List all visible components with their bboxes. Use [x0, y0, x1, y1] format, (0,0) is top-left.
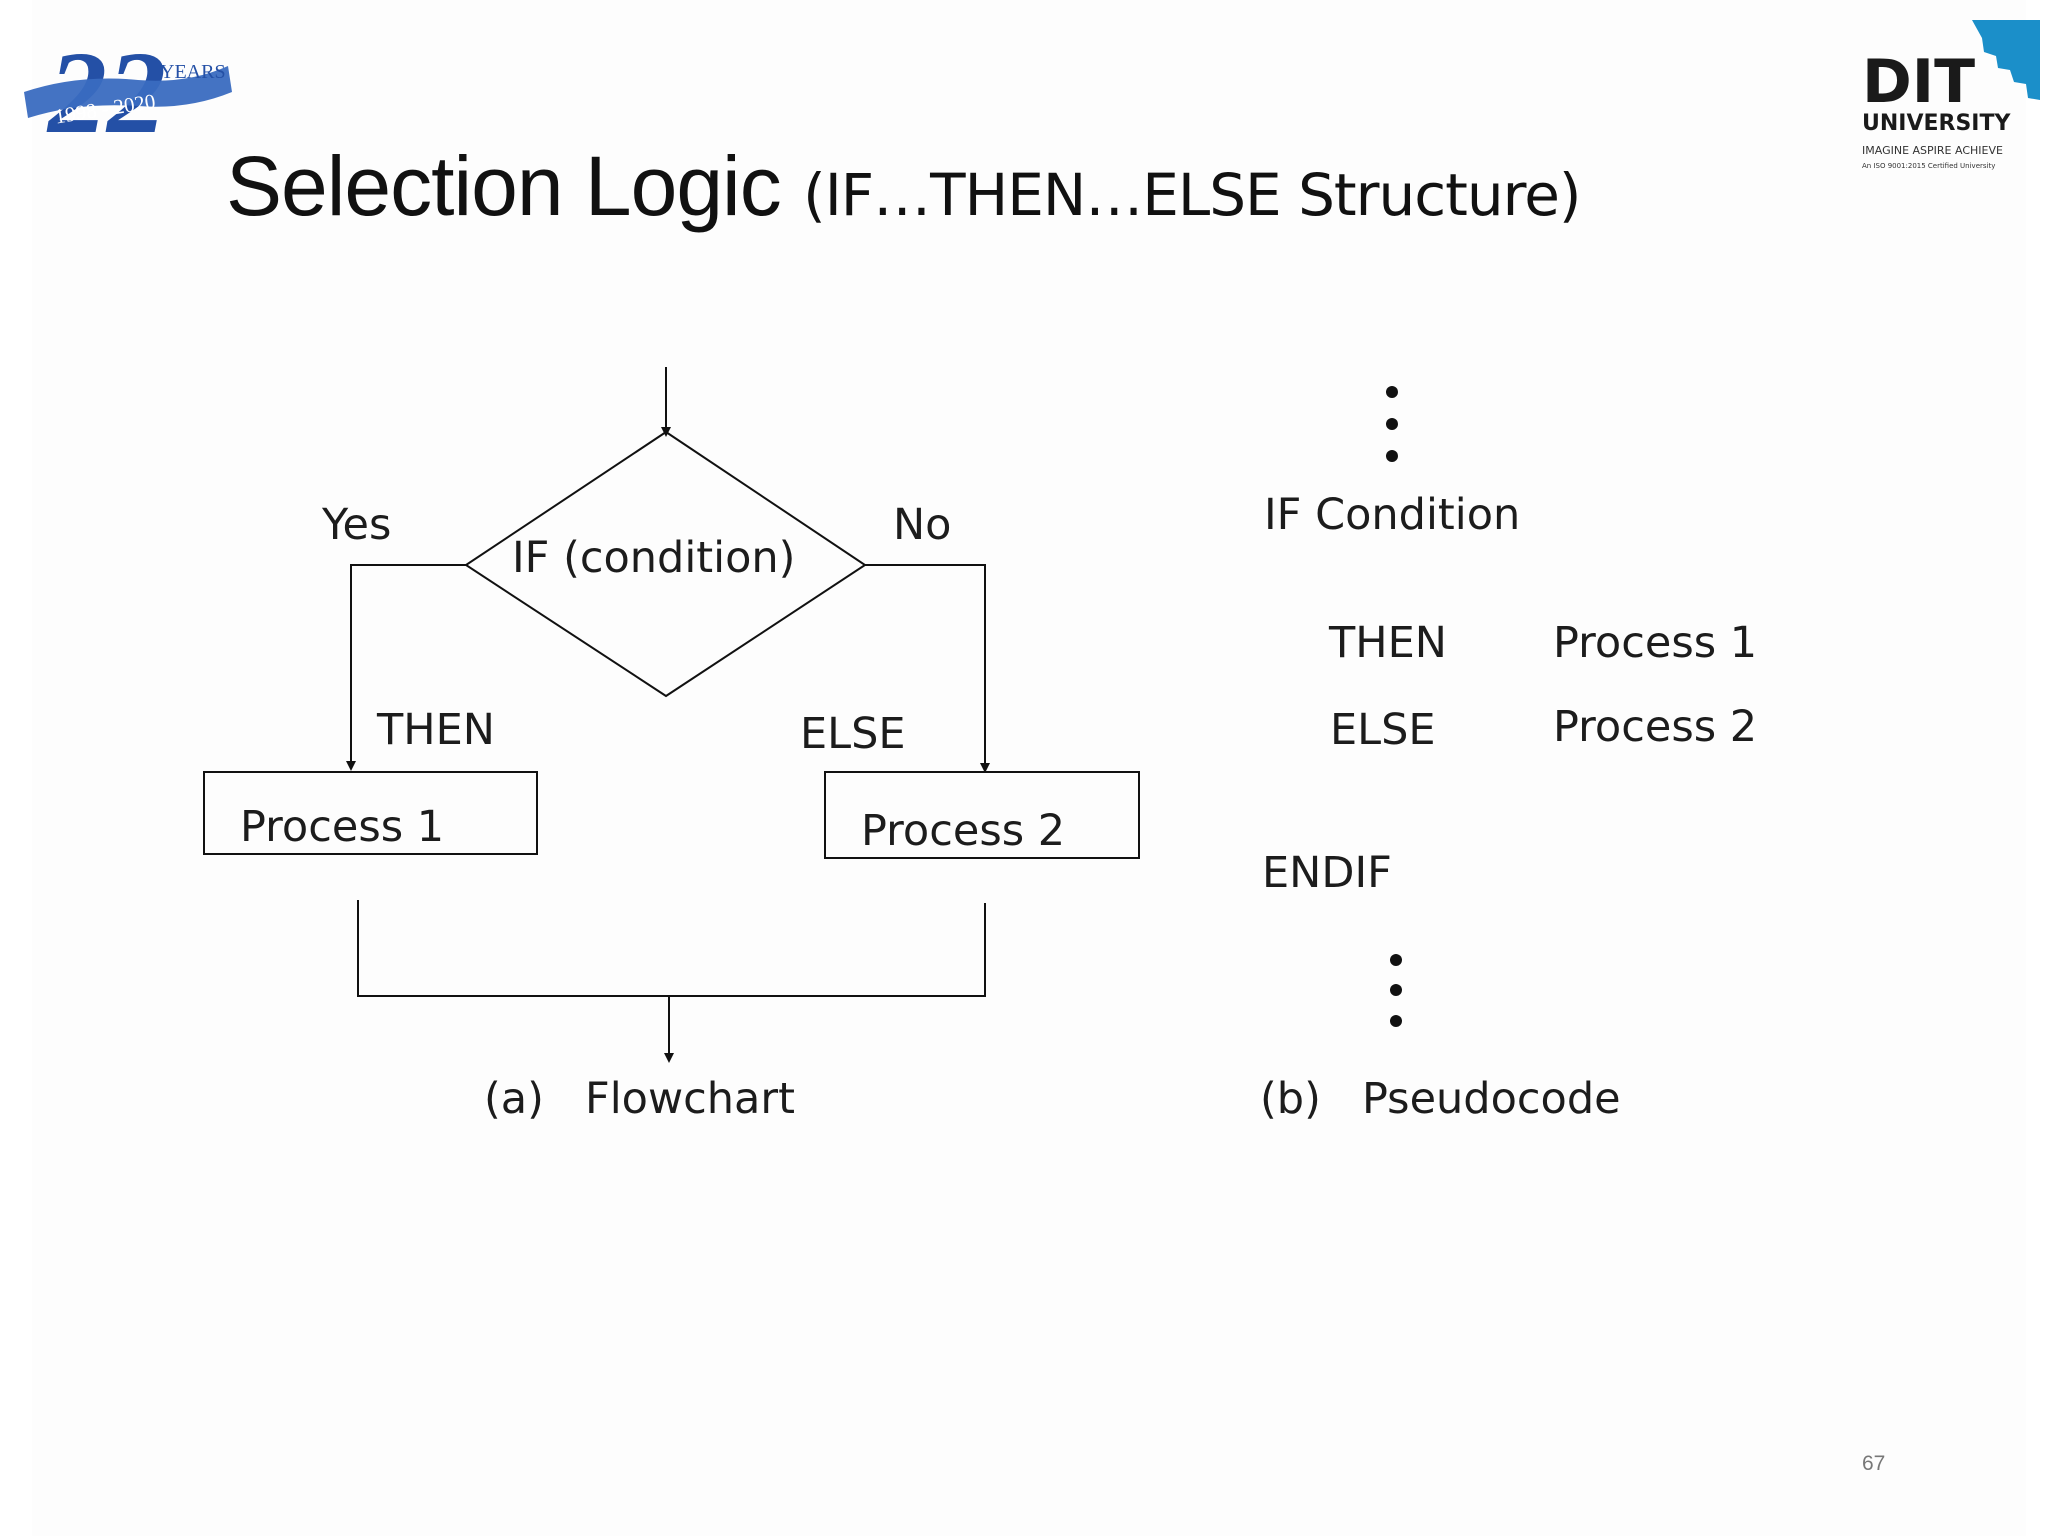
gear-icon: [1972, 20, 2040, 100]
decision-diamond: [464, 430, 867, 698]
yes-label: Yes: [322, 500, 392, 550]
ellipsis-bottom: [1390, 954, 1402, 1027]
anniversary-logo: 22 1998 - 2020 YEARS: [24, 27, 232, 144]
slide-title: Selection Logic (IF…THEN…ELSE Structure): [226, 138, 1582, 235]
dit-university-logo: DIT UNIVERSITY IMAGINE ASPIRE ACHIEVE An…: [1862, 20, 2040, 170]
no-label: No: [893, 500, 952, 550]
pseudo-if-line: IF Condition: [1264, 490, 1521, 540]
process2-label: Process 2: [861, 806, 1066, 856]
dit-tagline: IMAGINE ASPIRE ACHIEVE: [1862, 144, 2003, 157]
title-main: Selection Logic: [226, 139, 782, 233]
ribbon-shape: [24, 66, 232, 118]
dit-name: DIT: [1862, 47, 1975, 117]
else-label: ELSE: [800, 709, 906, 759]
process2-box: [824, 771, 1140, 859]
slide: [32, 0, 2026, 1536]
no-arrow: [865, 564, 990, 773]
then-label: THEN: [377, 705, 495, 755]
pseudo-else-process: Process 2: [1553, 702, 1758, 752]
pseudo-else-keyword: ELSE: [1330, 705, 1436, 755]
title-sub: (IF…THEN…ELSE Structure): [803, 161, 1581, 229]
dit-small-text: An ISO 9001:2015 Certified University: [1862, 162, 1995, 170]
ellipsis-top: [1386, 386, 1398, 462]
flowchart-caption-letter: (a): [484, 1074, 544, 1124]
yes-arrow: [346, 564, 466, 771]
page-number: 67: [1862, 1452, 1886, 1475]
pseudo-then-keyword: THEN: [1329, 618, 1447, 668]
anniversary-years: YEARS: [160, 61, 226, 83]
pseudocode-caption-letter: (b): [1260, 1074, 1321, 1124]
pseudo-then-process: Process 1: [1553, 618, 1758, 668]
process1-label: Process 1: [240, 802, 445, 852]
pseudo-endif: ENDIF: [1262, 848, 1392, 898]
flowchart-caption: Flowchart: [585, 1074, 795, 1124]
process1-box: [203, 771, 538, 855]
dit-subname: UNIVERSITY: [1862, 111, 2011, 136]
merge-line: [357, 900, 986, 997]
pseudocode-caption: Pseudocode: [1362, 1074, 1621, 1124]
decision-label: IF (condition): [512, 533, 796, 583]
